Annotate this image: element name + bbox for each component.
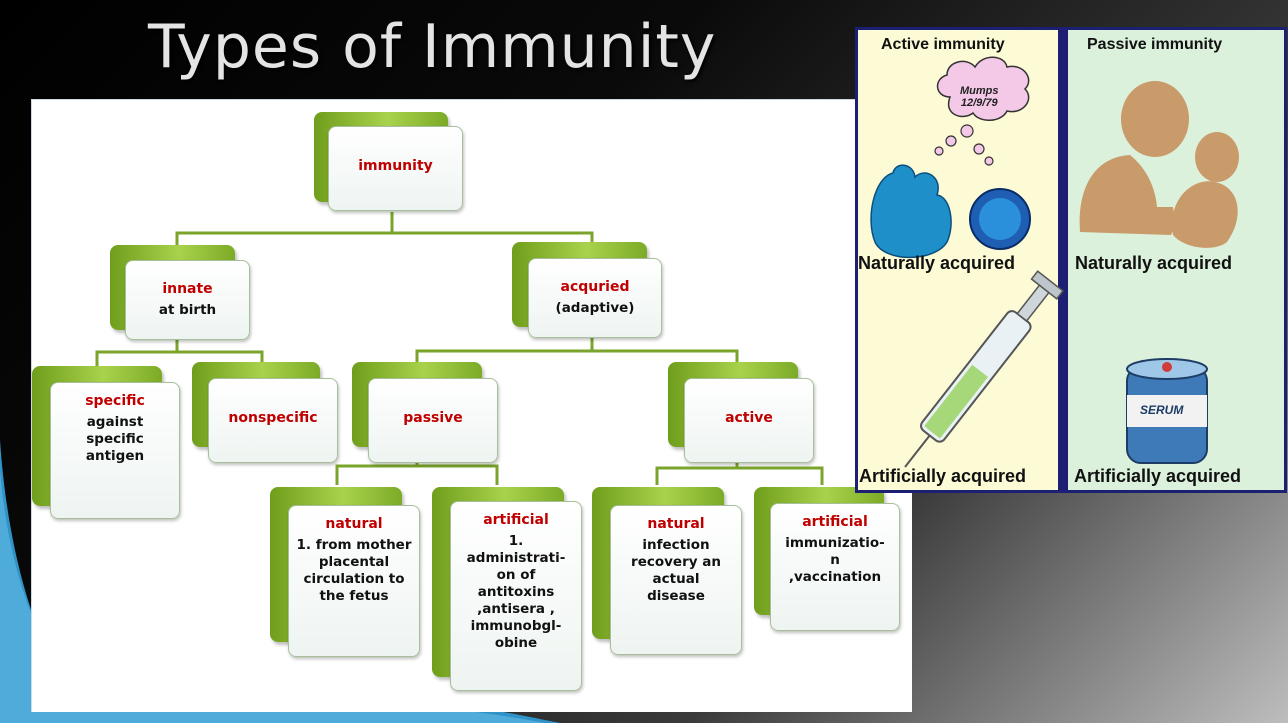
node-specific-title: specific [85,393,145,409]
node-passive-natural-text: 1. from mother placental circulation to … [296,537,412,604]
node-innate-title: innate [162,281,213,297]
node-passive-natural: natural 1. from mother placental circula… [270,487,420,657]
node-active-artificial-title: artificial [802,514,868,530]
node-acquired-text: (adaptive) [555,300,635,316]
node-active-artificial-text: immunizatio-n ,vaccination [785,535,885,585]
passive-immunity-header: Passive immunity [1087,36,1223,53]
node-active-title: active [725,410,773,426]
node-immunity-title: immunity [358,158,433,174]
syringe-icon [904,270,1064,468]
passive-natural-label: Naturally acquired [1075,253,1233,273]
node-nonspecific-title: nonspecific [228,410,318,426]
node-active-artificial: artificial immunizatio-n ,vaccination [754,487,902,632]
antibody-cell-icon [969,188,1031,250]
immunity-flowchart: immunity innate at birth acquried (adapt… [31,99,912,712]
node-passive: passive [352,362,498,463]
node-active: active [668,362,814,463]
node-nonspecific: nonspecific [192,362,338,463]
node-passive-title: passive [403,410,463,426]
node-passive-artificial-text: 1. administrati-on of antitoxins ,antise… [466,533,566,651]
active-immunity-header: Active immunity [881,36,1005,53]
serum-jar-label: SERUM [1140,403,1184,417]
node-specific: specific against specific antigen [32,366,180,521]
node-passive-artificial-title: artificial [483,512,549,528]
node-active-natural-title: natural [647,516,705,532]
node-innate: innate at birth [110,245,250,340]
cloud-text-line-2: 12/9/79 [960,97,998,109]
node-immunity: immunity [314,112,464,217]
passive-artificial-label: Artificially acquired [1074,466,1242,486]
pathogen-blob-icon [870,164,952,259]
serum-jar-icon [1126,358,1208,464]
mother-baby-icon [1079,81,1239,248]
cloud-text: Mumps 12/9/79 [960,85,999,109]
node-active-natural: natural infection recovery an actual dis… [592,487,742,655]
thought-cloud-icon [934,56,1030,166]
illustration-art [870,56,1239,468]
cloud-text-line-1: Mumps [960,85,999,97]
slide-title: Types of Immunity [148,12,717,82]
node-acquired: acquried (adaptive) [512,242,662,338]
node-acquired-title: acquried [560,279,630,295]
node-active-natural-text: infection recovery an actual disease [631,537,721,604]
node-specific-text: against specific antigen [85,414,145,464]
node-passive-artificial: artificial 1. administrati-on of antitox… [432,487,582,692]
node-innate-text: at birth [158,302,217,318]
immunity-illustration: Active immunity Passive immunity Mumps 1… [855,27,1287,493]
active-natural-label: Naturally acquired [858,253,1016,273]
active-artificial-label: Artificially acquired [859,466,1027,486]
node-passive-natural-title: natural [325,516,383,532]
